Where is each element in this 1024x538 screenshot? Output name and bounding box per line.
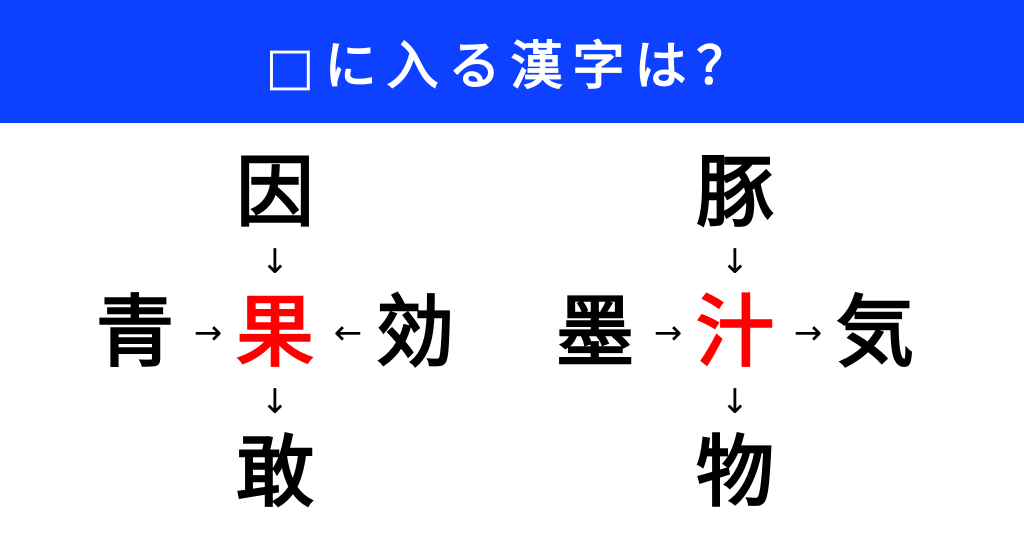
title-banner: □に入る漢字は？ [0,0,1024,123]
arrow-right-icon: → [193,313,223,353]
kanji-right: 気 [835,288,914,378]
answer-kanji: 汁 [695,288,774,378]
puzzle-2: 豚 ↓ 墨 → 汁 → 気 ↓ 物 [540,130,940,530]
answer-kanji: 果 [235,288,314,378]
kanji-top: 因 [235,148,314,238]
kanji-top: 豚 [695,148,774,238]
arrow-down-icon: ↓ [260,242,290,282]
arrow-down-icon: ↓ [260,382,290,422]
arrow-right-icon: → [793,313,823,353]
kanji-bottom: 物 [695,428,774,518]
arrow-left-icon: ← [333,313,363,353]
kanji-bottom: 敢 [235,428,314,518]
arrow-down-icon: ↓ [720,242,750,282]
kanji-left: 墨 [555,288,634,378]
kanji-right: 効 [375,288,454,378]
puzzle-1: 因 ↓ 青 → 果 ← 効 ↓ 敢 [80,130,480,530]
arrow-right-icon: → [653,313,683,353]
page-title: □に入る漢字は？ [265,37,759,97]
kanji-left: 青 [95,288,174,378]
arrow-down-icon: ↓ [720,382,750,422]
